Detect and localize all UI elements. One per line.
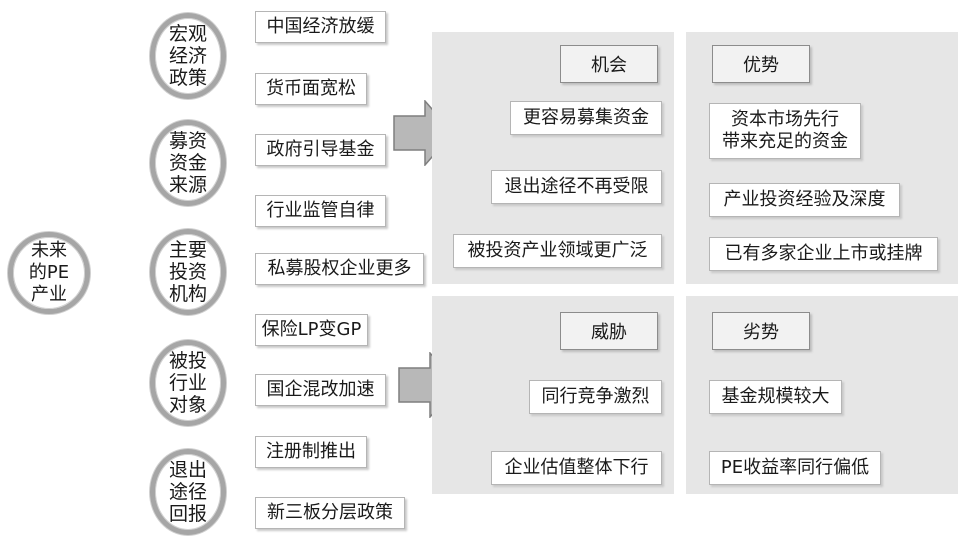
category-circle-exit: 退出 途径 回报	[150, 449, 226, 535]
category-label: 宏观 经济 政策	[168, 23, 207, 89]
factor-box: 货币面宽松	[255, 73, 367, 105]
center-label: 未来 的PE 产业	[28, 240, 70, 305]
category-circle-targets: 被投 行业 对象	[150, 340, 226, 426]
factor-box: 政府引导基金	[255, 134, 386, 166]
factor-box: 中国经济放缓	[255, 11, 386, 43]
strength-item: 产业投资经验及深度	[709, 183, 900, 217]
threat-item: 企业估值整体下行	[491, 451, 662, 485]
factor-box: 新三板分层政策	[255, 497, 405, 529]
category-label: 退出 途径 回报	[168, 459, 207, 525]
category-circle-funding: 募资 资金 来源	[150, 120, 226, 206]
opportunity-header: 机会	[560, 45, 658, 83]
factor-box: 国企混改加速	[255, 374, 386, 406]
category-circle-institutions: 主要 投资 机构	[150, 229, 226, 315]
category-circle-macro: 宏观 经济 政策	[150, 13, 226, 99]
center-circle: 未来 的PE 产业	[8, 232, 90, 314]
opportunity-item: 退出途径不再受限	[491, 170, 662, 204]
threat-header: 威胁	[560, 312, 658, 350]
strength-item: 资本市场先行 带来充足的资金	[709, 103, 861, 159]
opportunity-item: 更容易募集资金	[510, 101, 662, 135]
strength-item: 已有多家企业上市或挂牌	[709, 237, 938, 271]
factor-box: 保险LP变GP	[255, 314, 368, 346]
category-label: 被投 行业 对象	[168, 350, 207, 416]
weakness-item: PE收益率同行偏低	[709, 451, 881, 485]
factor-box: 行业监管自律	[255, 195, 386, 227]
strength-header: 优势	[712, 45, 810, 83]
weakness-item: 基金规模较大	[709, 380, 842, 414]
factor-box: 私募股权企业更多	[255, 253, 424, 285]
threat-item: 同行竞争激烈	[529, 380, 662, 414]
category-label: 募资 资金 来源	[168, 130, 207, 196]
category-label: 主要 投资 机构	[168, 239, 207, 305]
opportunity-item: 被投资产业领域更广泛	[453, 234, 662, 268]
weakness-header: 劣势	[712, 312, 810, 350]
factor-box: 注册制推出	[255, 436, 367, 468]
